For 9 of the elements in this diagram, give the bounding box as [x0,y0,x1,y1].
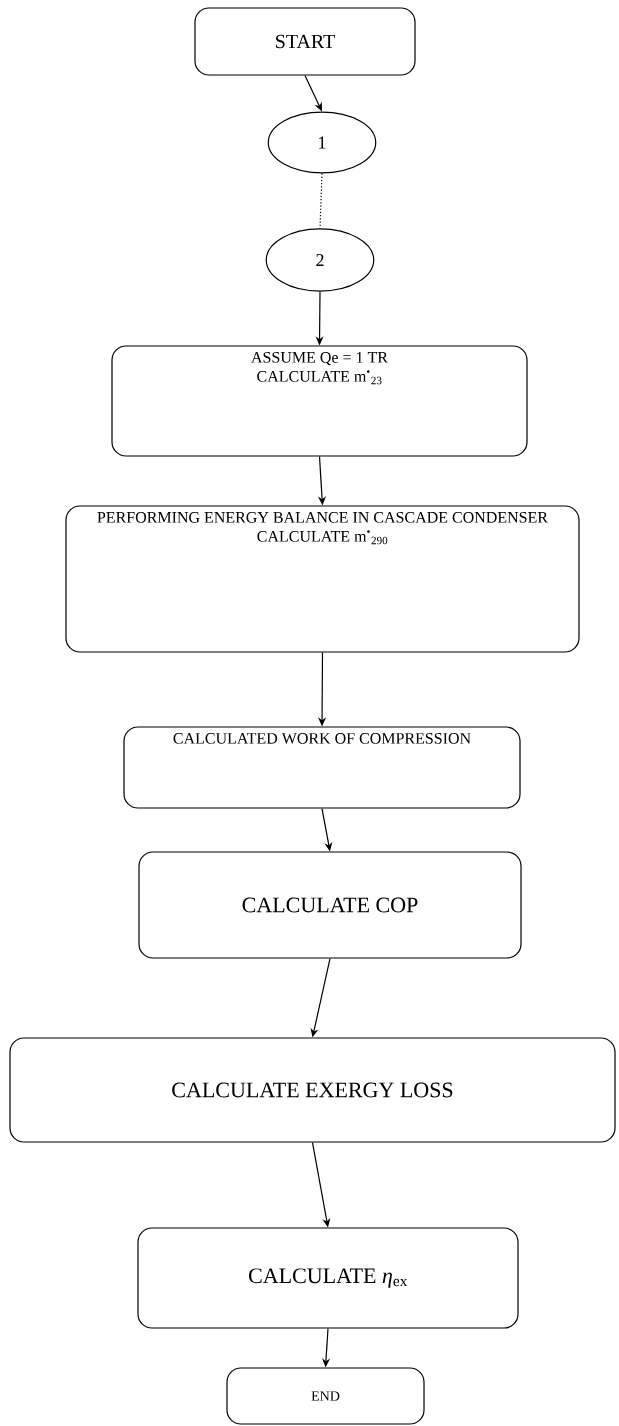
process-box: CALCULATED WORK OF COMPRESSION [123,726,521,809]
start-box: START [194,7,416,76]
dotted-line [319,172,323,229]
process-box: CALCULATE EXERGY LOSS [9,1037,616,1143]
end-box: END [226,1367,425,1425]
process-box: CALCULATE COP [138,851,522,959]
process-box: PERFORMING ENERGY BALANCE IN CASCADE CONDENSER CALCULATE m$^{•}$290 [65,505,580,653]
process-box: CALCULATE η$_{ex}$ [137,1227,519,1329]
process-box: ASSUME Qe = 1 TR CALCULATE m$^{•}$23 [111,345,528,457]
